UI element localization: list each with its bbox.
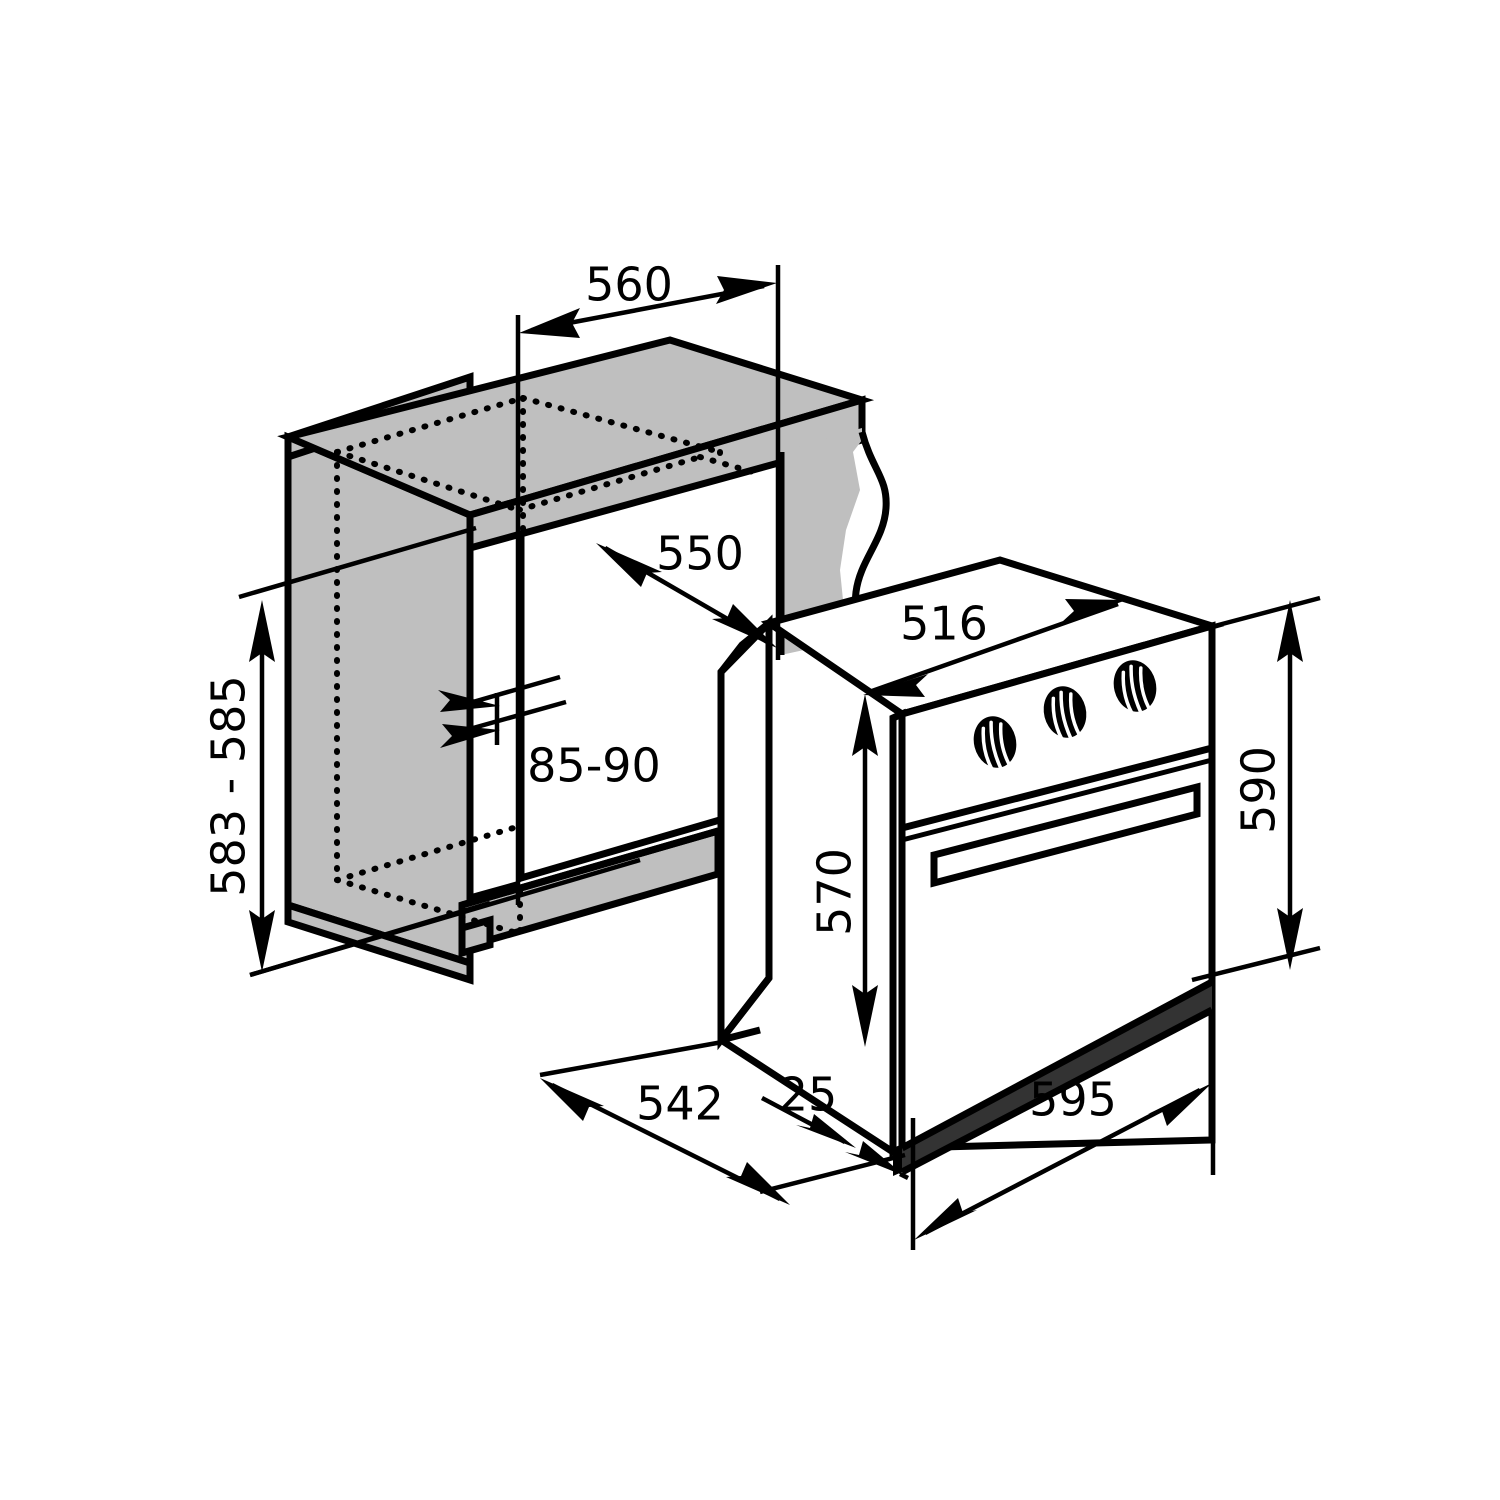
dim-line-516 <box>871 601 1119 694</box>
dim-label-583-585: 583 - 585 <box>202 675 256 896</box>
cabinet-niche-floor-line <box>520 813 731 882</box>
oven-control-knobs <box>968 656 1161 778</box>
dim-label-25: 25 <box>779 1068 838 1122</box>
dimension-590: 590 <box>1191 595 1321 983</box>
control-knob-2[interactable] <box>1038 682 1091 748</box>
ext-line-85-90-bottom <box>465 699 567 733</box>
arrowhead-542-left <box>540 1078 604 1121</box>
arrowhead-583-bottom <box>249 910 275 972</box>
dim-label-560: 560 <box>585 258 673 312</box>
oven-left-side-face <box>717 614 773 1051</box>
oven-control-panel-divider <box>901 744 1213 832</box>
dim-label-542: 542 <box>636 1077 724 1131</box>
ext-line-542-left <box>539 1038 729 1078</box>
cabinet-left-side-panel <box>284 431 474 968</box>
cabinet-right-side-panel <box>781 428 862 655</box>
arrowhead-595-left <box>914 1198 977 1240</box>
oven-door-handle <box>930 782 1201 888</box>
arrowhead-560-right <box>716 276 777 304</box>
arrowhead-570-top <box>852 694 878 756</box>
cabinet-bottom-rail-lip <box>458 915 494 958</box>
arrowhead-25-b <box>845 1141 905 1176</box>
arrowhead-85-90-bottom <box>440 724 500 748</box>
oven-control-panel-divider-2 <box>901 757 1213 843</box>
cabinet-niche <box>277 336 890 985</box>
dimension-570: 570 <box>808 694 878 1047</box>
arrowhead-550-right <box>712 604 777 648</box>
arrowhead-583-top <box>249 600 275 662</box>
oven-front-left-edge <box>889 708 906 1158</box>
dim-label-550: 550 <box>656 527 744 581</box>
ext-line-590-top <box>1191 595 1321 635</box>
oven-door-bottom-edge-2 <box>900 1006 1214 1176</box>
dim-label-570: 570 <box>808 848 862 936</box>
dim-label-85-90: 85-90 <box>527 739 661 793</box>
arrowhead-25-a <box>796 1114 856 1148</box>
ext-line-590-bottom <box>1191 945 1321 983</box>
oven-side-bottom-notch <box>720 1026 761 1044</box>
arrowhead-570-bottom <box>852 985 878 1047</box>
arrowhead-516-right <box>1062 599 1127 622</box>
arrowhead-590-bottom <box>1277 908 1303 970</box>
cabinet-niche-floor-front-edge <box>469 880 521 902</box>
dimension-583-585: 583 - 585 <box>202 525 491 978</box>
dim-label-595: 595 <box>1029 1073 1117 1127</box>
dim-line-595 <box>923 1088 1202 1235</box>
control-knob-3[interactable] <box>1108 656 1161 722</box>
dimension-550: 550 <box>596 527 777 648</box>
dimension-25: 25 <box>760 1068 910 1181</box>
oven-unit <box>717 556 1225 1176</box>
oven-body-bottom-back-edge <box>718 975 772 1043</box>
control-knob-1[interactable] <box>968 712 1021 778</box>
oven-side-chamfer <box>718 620 772 675</box>
dimension-85-90: 85-90 <box>438 674 661 793</box>
arrowhead-550-left <box>596 543 662 587</box>
dim-label-516: 516 <box>900 597 988 651</box>
cabinet-front-rail-top-edge <box>461 827 719 909</box>
oven-body-bottom-left-edge <box>719 1037 895 1155</box>
arrowhead-516-left <box>863 674 928 697</box>
arrowhead-590-top <box>1277 600 1303 662</box>
ext-line-583-bottom-long <box>249 857 641 978</box>
dimension-560: 560 <box>515 258 781 905</box>
cabinet-hidden-edges <box>334 395 763 937</box>
dimension-516: 516 <box>863 597 1127 697</box>
oven-door-bottom-shadow <box>902 982 1212 1172</box>
arrowhead-560-left <box>519 308 580 338</box>
arrowhead-85-90-top <box>438 690 500 712</box>
arrowhead-595-right <box>1148 1083 1212 1126</box>
ext-line-583-top <box>238 525 477 600</box>
dim-label-590: 590 <box>1232 746 1286 834</box>
dimension-595: 595 <box>910 1050 1216 1250</box>
arrowhead-542-right <box>726 1162 790 1205</box>
ext-line-85-90-top <box>465 674 561 707</box>
oven-door-bottom-edge <box>900 978 1214 1152</box>
dim-line-25-leader-b <box>898 1171 910 1181</box>
